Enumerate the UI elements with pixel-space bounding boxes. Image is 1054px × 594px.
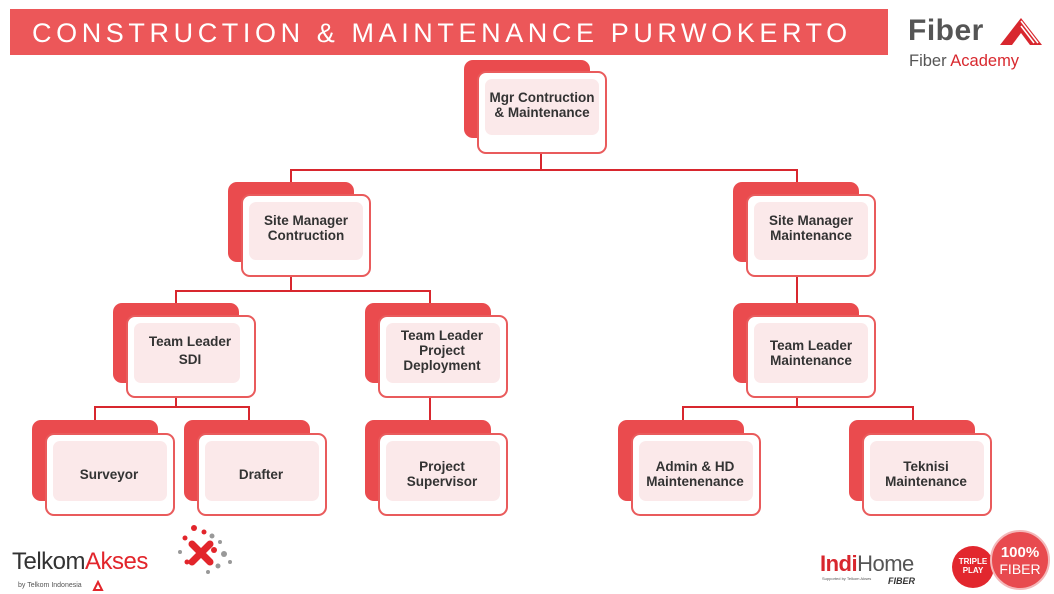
line-level3b [682,406,914,420]
org-node-team-leader-project-deployment: Team Leader Project Deployment [365,303,508,398]
org-node-label: Team Leader Project Deployment [400,327,484,373]
fiber-logo-subtitle: Fiber Academy [909,52,1020,70]
org-node-label: Site Manager Contruction [263,213,349,243]
indihome-logo: IndiHome Supported by Telkom Akses FIBER [816,548,946,590]
fiber-mountain-icon [1000,18,1042,45]
triple-play-text: TRIPLE PLAY [958,557,988,575]
org-node-label: Admin & HD Maintenenance [646,459,744,489]
telkom-akses-subtitle: by Telkom Indonesia [18,582,82,589]
line-level2 [175,290,431,303]
org-node-teknisi: Teknisi Maintenance [849,420,992,516]
org-node-site-manager-construction: Site Manager Contruction [228,182,371,277]
title-banner: CONSTRUCTION & MAINTENANCE PURWOKERTO [10,9,888,55]
telkom-indonesia-icon [92,580,104,591]
org-node-site-manager-maintenance: Site Manager Maintenance [733,182,876,277]
line-level1 [290,169,798,182]
org-node-label: Mgr Contruction & Maintenance [489,90,595,120]
org-node-team-leader-sdi: Team Leader SDI [113,303,256,398]
fiber-logo-word: Fiber [908,14,984,47]
fiber-academy-logo: Fiber Fiber Academy [905,12,1050,72]
org-node-mgr: Mgr Contruction & Maintenance [464,60,607,154]
hundred-fiber-text: FIBER [999,561,1041,577]
indihome-support-text: Supported by Telkom Akses [822,576,872,581]
org-node-label: Project Supervisor [406,459,478,489]
org-node-drafter: Drafter [184,420,327,516]
hundred-percent-fiber-badge: 100% FIBER [990,530,1050,590]
telkom-akses-word: TelkomAkses [12,548,148,575]
org-node-team-leader-maintenance: Team Leader Maintenance [733,303,876,398]
page-title: CONSTRUCTION & MAINTENANCE PURWOKERTO [32,18,852,48]
telkom-akses-logo: TelkomAkses by Telkom Indonesia [12,522,242,594]
org-node-label: Team Leader SDI [148,334,232,367]
telkom-akses-dots-icon [178,525,232,574]
org-node-label: Drafter [238,466,284,482]
indihome-fiber-text: FIBER [888,576,915,586]
org-node-surveyor: Surveyor [32,420,175,516]
org-node-label: Team Leader Maintenance [769,338,853,368]
org-node-label: Teknisi Maintenance [885,459,967,489]
org-node-label: Surveyor [79,466,139,482]
triple-play-badge: TRIPLE PLAY [952,546,994,588]
line-level3a [94,406,250,420]
hundred-percent-text: 100% [1000,544,1040,561]
org-node-admin-hd: Admin & HD Maintenenance [618,420,761,516]
org-node-label: Site Manager Maintenance [768,213,854,243]
indihome-word: IndiHome [820,551,914,576]
org-node-project-supervisor: Project Supervisor [365,420,508,516]
